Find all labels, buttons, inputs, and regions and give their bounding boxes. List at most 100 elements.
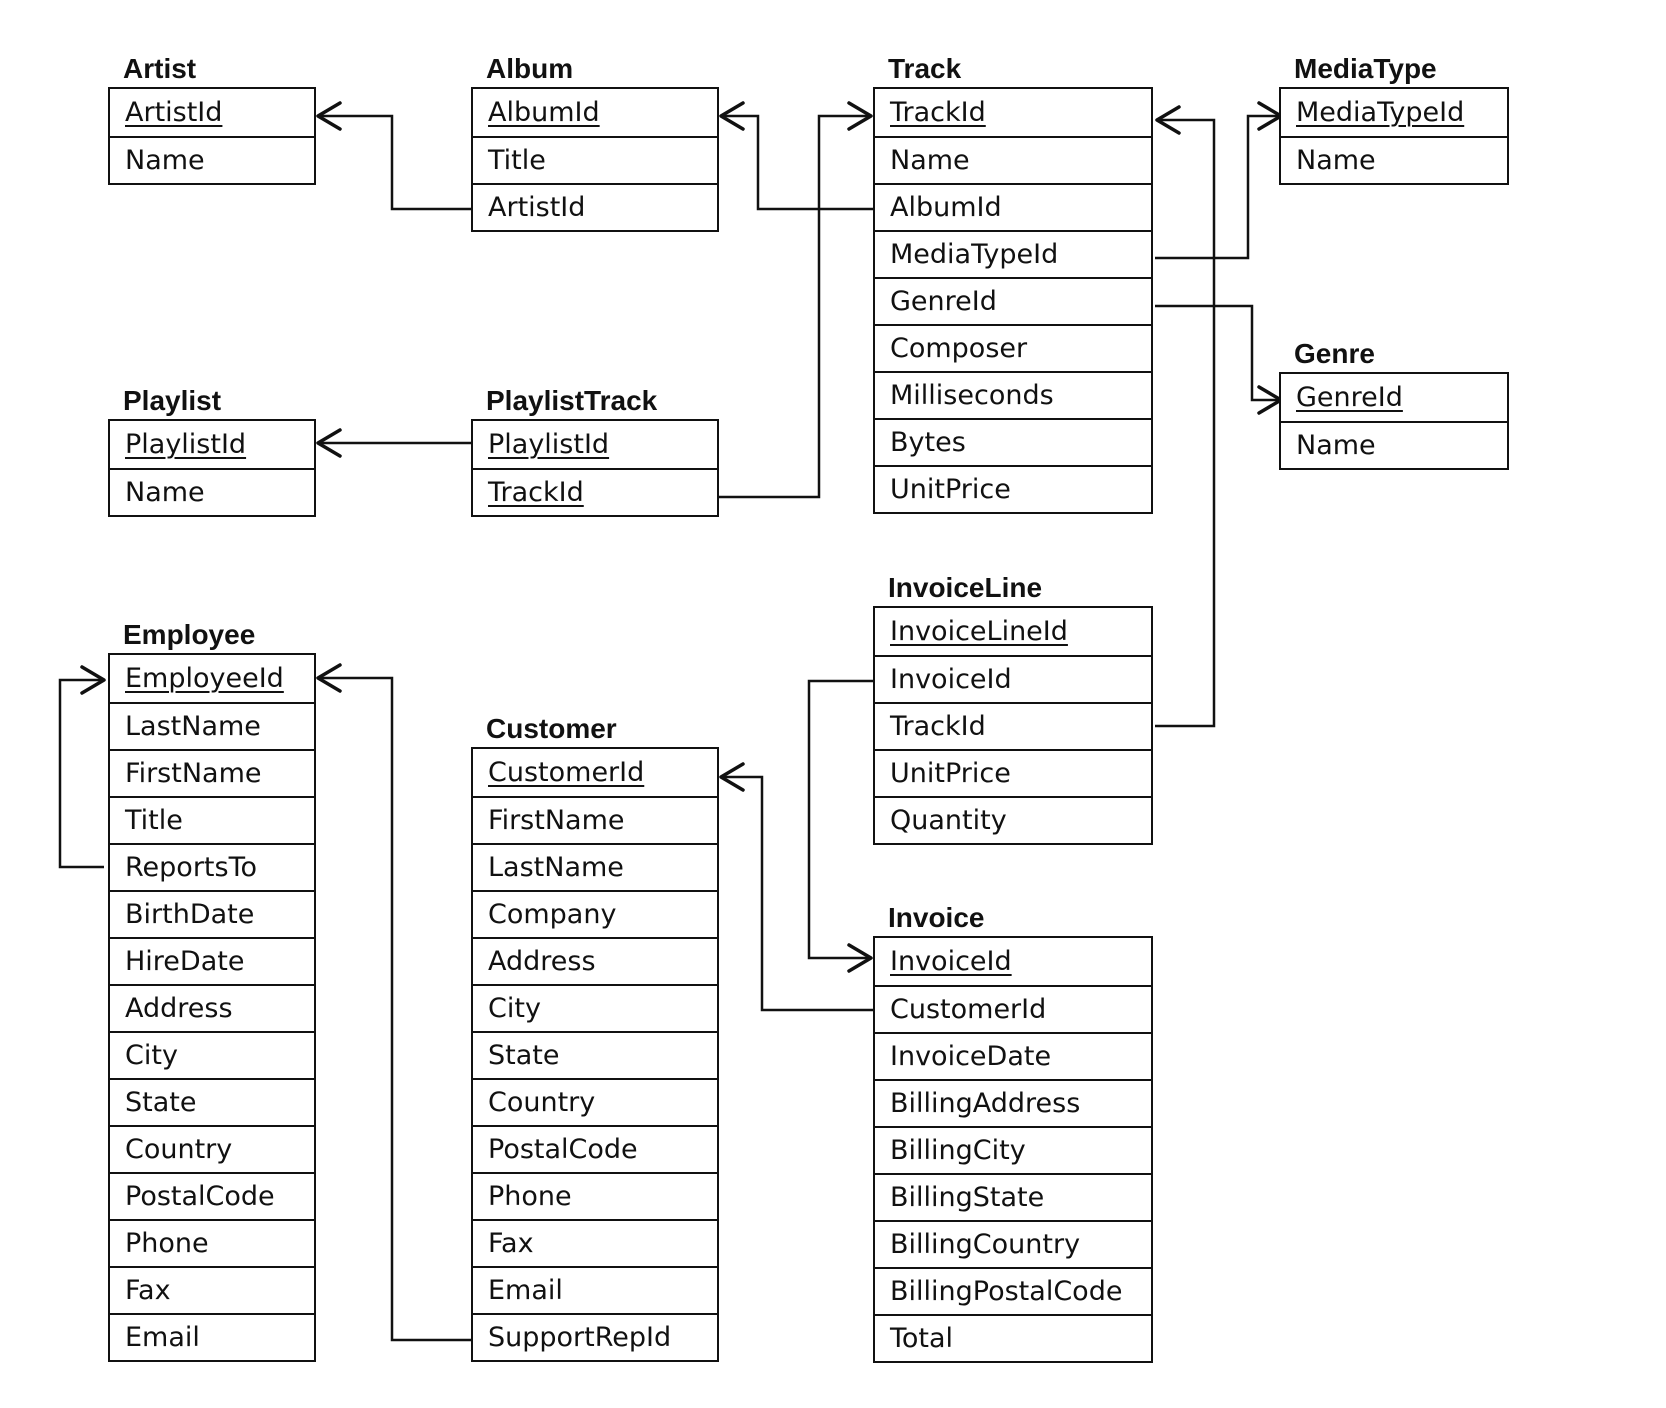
field-row: Address bbox=[110, 984, 314, 1031]
primary-key-field: AlbumId bbox=[473, 89, 717, 136]
field-name: Address bbox=[488, 946, 596, 977]
field-name: MediaTypeId bbox=[890, 239, 1059, 270]
field-name: Email bbox=[125, 1322, 200, 1353]
field-name: InvoiceId bbox=[890, 664, 1012, 695]
field-name: InvoiceId bbox=[890, 946, 1012, 977]
field-row: Phone bbox=[110, 1219, 314, 1266]
field-row: BirthDate bbox=[110, 890, 314, 937]
relationship-line bbox=[318, 114, 471, 211]
field-name: Name bbox=[125, 477, 205, 508]
field-row: Country bbox=[110, 1125, 314, 1172]
field-name: Milliseconds bbox=[890, 380, 1054, 411]
primary-key-field: TrackId bbox=[473, 468, 717, 515]
field-name: ArtistId bbox=[125, 97, 223, 128]
primary-key-field: PlaylistId bbox=[473, 421, 717, 468]
field-row: FirstName bbox=[110, 749, 314, 796]
relationship-line bbox=[1155, 118, 1216, 728]
field-name: Title bbox=[488, 145, 546, 176]
entity-title: MediaType bbox=[1294, 53, 1437, 84]
field-row: SupportRepId bbox=[473, 1313, 717, 1360]
field-name: EmployeeId bbox=[125, 663, 284, 694]
field-row: Name bbox=[1281, 136, 1507, 183]
field-row: State bbox=[473, 1031, 717, 1078]
arrowhead-icon bbox=[1155, 105, 1181, 135]
field-name: State bbox=[125, 1087, 197, 1118]
field-name: Total bbox=[890, 1323, 954, 1354]
field-name: Company bbox=[488, 899, 617, 930]
field-name: Country bbox=[125, 1134, 233, 1165]
relationship-line bbox=[807, 679, 873, 960]
field-name: Address bbox=[125, 993, 233, 1024]
field-name: Name bbox=[890, 145, 970, 176]
field-row: ArtistId bbox=[473, 183, 717, 230]
field-name: BirthDate bbox=[125, 899, 255, 930]
arrowhead-icon bbox=[316, 428, 342, 458]
field-name: LastName bbox=[125, 711, 261, 742]
field-row: City bbox=[473, 984, 717, 1031]
field-row: BillingCountry bbox=[875, 1220, 1151, 1267]
field-row: Company bbox=[473, 890, 717, 937]
entity-title: Genre bbox=[1294, 338, 1375, 369]
field-name: Quantity bbox=[890, 805, 1007, 836]
field-row: Fax bbox=[110, 1266, 314, 1313]
relationship-line bbox=[717, 114, 871, 499]
arrowhead-icon bbox=[719, 762, 745, 792]
primary-key-field: InvoiceId bbox=[875, 938, 1151, 985]
arrowhead-icon bbox=[847, 943, 873, 973]
arrowhead-icon bbox=[847, 101, 873, 131]
field-name: CustomerId bbox=[488, 757, 645, 788]
field-name: TrackId bbox=[890, 97, 986, 128]
field-row: InvoiceDate bbox=[875, 1032, 1151, 1079]
field-row: TrackId bbox=[875, 702, 1151, 749]
field-name: UnitPrice bbox=[890, 758, 1011, 789]
field-name: Fax bbox=[488, 1228, 534, 1259]
field-row: UnitPrice bbox=[875, 749, 1151, 796]
arrowhead-icon bbox=[316, 663, 342, 693]
field-row: BillingAddress bbox=[875, 1079, 1151, 1126]
field-row: MediaTypeId bbox=[875, 230, 1151, 277]
field-row: Bytes bbox=[875, 418, 1151, 465]
field-row: Quantity bbox=[875, 796, 1151, 843]
field-row: Email bbox=[110, 1313, 314, 1360]
field-name: InvoiceDate bbox=[890, 1041, 1052, 1072]
field-row: Title bbox=[473, 136, 717, 183]
field-name: BillingState bbox=[890, 1182, 1045, 1213]
field-row: Total bbox=[875, 1314, 1151, 1361]
field-row: GenreId bbox=[875, 277, 1151, 324]
field-row: PostalCode bbox=[110, 1172, 314, 1219]
primary-key-field: PlaylistId bbox=[110, 421, 314, 468]
field-row: FirstName bbox=[473, 796, 717, 843]
field-row: City bbox=[110, 1031, 314, 1078]
primary-key-field: ArtistId bbox=[110, 89, 314, 136]
field-row: BillingCity bbox=[875, 1126, 1151, 1173]
field-row: UnitPrice bbox=[875, 465, 1151, 512]
field-name: FirstName bbox=[125, 758, 262, 789]
field-name: Name bbox=[1296, 145, 1376, 176]
field-row: BillingState bbox=[875, 1173, 1151, 1220]
field-row: BillingPostalCode bbox=[875, 1267, 1151, 1314]
relationship-line bbox=[721, 114, 873, 211]
primary-key-field: CustomerId bbox=[473, 749, 717, 796]
relationship-line bbox=[318, 676, 471, 1342]
field-name: LastName bbox=[488, 852, 624, 883]
field-name: Composer bbox=[890, 333, 1028, 364]
primary-key-field: TrackId bbox=[875, 89, 1151, 136]
relationship-line bbox=[1155, 304, 1281, 402]
entity-title: Employee bbox=[123, 619, 256, 650]
primary-key-field: GenreId bbox=[1281, 374, 1507, 421]
field-name: Title bbox=[125, 805, 183, 836]
